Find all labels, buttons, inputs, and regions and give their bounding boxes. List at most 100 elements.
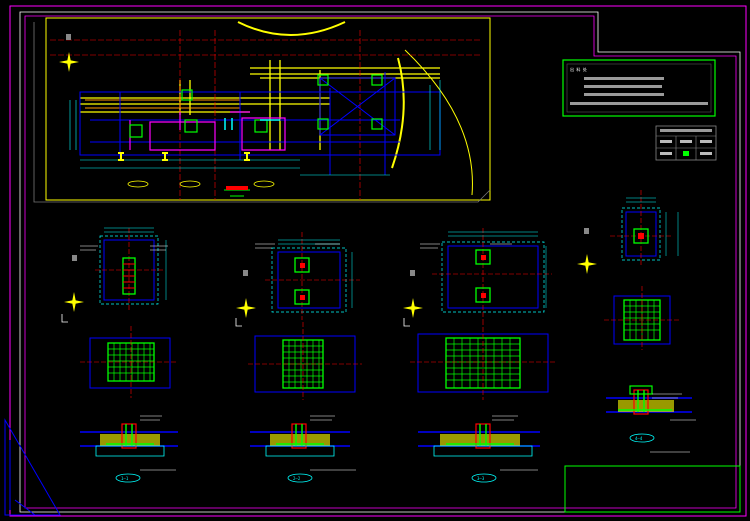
section-footing — [433, 445, 533, 457]
plan-view — [33, 17, 491, 203]
section-column — [121, 423, 137, 449]
north-arrow-detail-3 — [403, 270, 423, 327]
north-arrow-detail-4 — [577, 228, 597, 274]
plan-left-gray-border — [33, 22, 491, 203]
north-arrow-tag — [584, 228, 589, 234]
plan-title-block — [226, 186, 248, 190]
section-footing — [265, 445, 335, 457]
column-core — [300, 263, 305, 300]
section-rebar — [446, 424, 514, 446]
column-rebar — [294, 289, 310, 305]
beam-lines-orange — [85, 99, 240, 109]
section-soil — [270, 434, 330, 446]
dim-lines — [448, 231, 547, 308]
pile-cap-axis — [432, 228, 552, 320]
footing-axis — [410, 320, 556, 400]
legend-cell — [660, 152, 672, 155]
annotation-leader — [140, 451, 690, 471]
plan-title-underline — [224, 189, 250, 197]
section-mark — [162, 159, 168, 161]
annotation-leader — [255, 243, 340, 249]
outer-frame — [9, 5, 747, 517]
north-arrow-tag — [66, 34, 71, 40]
legend-table — [655, 125, 717, 161]
north-arrow-icon — [577, 254, 597, 274]
footing-plan — [89, 337, 171, 389]
legend-cell — [683, 151, 689, 156]
plan-curve-right-2 — [404, 49, 473, 196]
dim-lines — [626, 197, 679, 256]
section-cap — [629, 385, 653, 395]
north-arrow-tick — [403, 318, 410, 327]
legend-cell — [660, 140, 672, 143]
column-node — [254, 119, 268, 133]
column-ties — [123, 263, 135, 289]
section-column — [475, 423, 491, 449]
footing-axis — [248, 322, 362, 400]
north-arrow-tick — [61, 314, 68, 323]
dim-lines — [278, 239, 353, 308]
legend-grid — [656, 135, 716, 160]
north-arrow-tag — [72, 255, 77, 261]
inner-frame — [19, 11, 741, 513]
annotation-leader — [420, 243, 512, 249]
legend-cell — [700, 140, 712, 143]
north-arrow-tag — [410, 270, 415, 276]
section-mark — [118, 159, 124, 161]
column-node — [184, 119, 198, 133]
section-rebar — [618, 390, 672, 412]
column-node — [371, 118, 383, 130]
pile-cap-plan-outer — [447, 245, 539, 309]
section-label-frame — [287, 473, 313, 483]
footing-axis — [604, 286, 680, 350]
north-arrow-detail-1 — [61, 255, 84, 323]
section-label-frame — [471, 473, 497, 483]
legend-header — [660, 129, 712, 132]
title-block-inner — [566, 63, 712, 113]
sheet-frame — [4, 5, 747, 517]
plan-ellipse-label — [179, 180, 201, 188]
section-mark — [244, 159, 250, 161]
cyan-column-markers — [224, 118, 280, 130]
column-node — [129, 124, 143, 138]
column-node — [317, 74, 329, 86]
title-block-text-line — [584, 85, 662, 88]
plan-ellipse-labels — [127, 180, 275, 188]
title-block: 出 料 处 — [562, 59, 716, 117]
section-column — [291, 423, 307, 449]
pile-cap-plan-dashed — [441, 241, 545, 313]
axis-lines — [50, 30, 480, 200]
detail-group-4: 4—4 — [577, 190, 692, 443]
north-arrow-icon — [403, 298, 423, 318]
footing-axis — [80, 326, 176, 398]
pile-cap-axis — [265, 232, 360, 320]
annotation-leader — [80, 245, 168, 251]
title-block-frame — [562, 59, 716, 117]
section-rebar — [276, 424, 324, 446]
column-node — [371, 74, 383, 86]
bottom-right-box — [564, 465, 741, 513]
north-arrow-tag — [243, 270, 248, 276]
pile-cap-axis — [610, 190, 672, 266]
column-nodes — [129, 74, 383, 138]
plan-ellipse-label — [253, 180, 275, 188]
legend-cell — [680, 140, 692, 143]
column-node — [181, 89, 193, 101]
north-arrow-detail-2 — [235, 270, 256, 327]
section-rebar — [106, 424, 154, 446]
north-arrow-plan — [59, 34, 79, 72]
section-label-frame — [629, 433, 655, 443]
section-mark — [246, 152, 248, 161]
section-footing — [95, 445, 165, 457]
column-core — [638, 233, 644, 239]
section-marks — [118, 152, 250, 161]
detail-group-1: 1—1 — [61, 227, 178, 483]
blue-frames — [79, 72, 441, 175]
annotation-leader — [652, 393, 696, 421]
detail-group-3: 3—3 — [403, 228, 556, 483]
plan-ellipse-label — [127, 180, 149, 188]
section-mark — [120, 152, 122, 161]
section-label: 4—4 — [635, 436, 643, 441]
magenta-members — [129, 111, 286, 151]
column-node — [317, 118, 329, 130]
